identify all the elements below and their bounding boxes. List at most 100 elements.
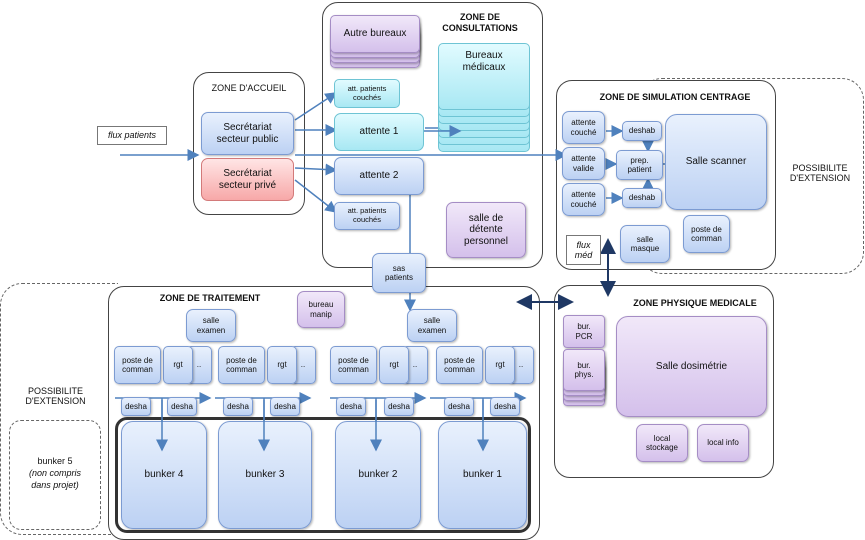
stockage-l2: stockage bbox=[645, 443, 679, 452]
salle-dosimetrie[interactable]: Salle dosimétrie bbox=[616, 316, 767, 417]
rgt-1[interactable]: rgt bbox=[485, 346, 515, 384]
desha-4a[interactable]: desha bbox=[121, 397, 151, 416]
desha-3b[interactable]: desha bbox=[270, 397, 300, 416]
phys-l2: phys. bbox=[574, 370, 594, 379]
att-patients-couches-top[interactable]: att. patients couchés bbox=[334, 79, 400, 108]
bureaux-medicaux[interactable]: Bureaux médicaux bbox=[438, 43, 530, 110]
flux-patients-label: flux patients bbox=[97, 126, 167, 145]
sim-attente-couche-bottom[interactable]: attente couché bbox=[562, 183, 605, 216]
bunker-block bbox=[115, 417, 531, 533]
poste-3-l2: comman bbox=[226, 365, 257, 374]
extension-left-line1: POSSIBILITE bbox=[27, 386, 84, 396]
bureaux-line2: médicaux bbox=[462, 61, 506, 73]
examen-left-l1: salle bbox=[202, 316, 220, 326]
desha-2a[interactable]: desha bbox=[336, 397, 366, 416]
examen-right-l1: salle bbox=[423, 316, 441, 326]
salle-examen-left[interactable]: salle examen bbox=[186, 309, 236, 342]
poste-commande-2[interactable]: poste de comman bbox=[330, 346, 377, 384]
poste-commande-4[interactable]: poste de comman bbox=[114, 346, 161, 384]
bunker5-outline bbox=[9, 420, 101, 530]
zone-simulation-title: ZONE DE SIMULATION CENTRAGE bbox=[599, 92, 751, 102]
zone-physique-title: ZONE PHYSIQUE MEDICALE bbox=[633, 298, 757, 308]
sim-att-couche-bot-l2: couché bbox=[570, 199, 597, 209]
flux-med-label: flux méd bbox=[566, 235, 601, 265]
sim-att-couche-bot-l1: attente bbox=[571, 190, 596, 200]
poste-commande-1[interactable]: poste de comman bbox=[436, 346, 483, 384]
masque-l2: masque bbox=[630, 244, 660, 253]
bur-phys[interactable]: bur. phys. bbox=[563, 349, 605, 391]
salle-masque[interactable]: salle masque bbox=[620, 225, 670, 263]
sim-deshab-bottom[interactable]: deshab bbox=[622, 188, 662, 208]
sim-attente-valide[interactable]: attente valide bbox=[562, 147, 605, 180]
salle-scanner[interactable]: Salle scanner bbox=[665, 114, 767, 210]
desha-4b[interactable]: desha bbox=[167, 397, 197, 416]
poste-commande-3[interactable]: poste de comman bbox=[218, 346, 265, 384]
poste-3-l1: poste de bbox=[226, 355, 257, 365]
bunker5-line3: dans projet) bbox=[31, 480, 79, 490]
att-couches-bottom-line1: att. patients bbox=[347, 206, 387, 216]
secretariat-public-line2: secteur public bbox=[216, 133, 279, 145]
poste-1-l2: comman bbox=[444, 365, 475, 374]
flux-med-l2: méd bbox=[574, 250, 593, 260]
poste-1-l1: poste de bbox=[444, 355, 475, 365]
sim-deshab-top[interactable]: deshab bbox=[622, 121, 662, 141]
secretariat-public-line1: Secrétariat bbox=[223, 122, 272, 133]
local-info[interactable]: local info bbox=[697, 424, 749, 462]
flux-med-l1: flux bbox=[576, 239, 591, 250]
salle-detente-personnel[interactable]: salle de détente personnel bbox=[446, 202, 526, 258]
local-stockage[interactable]: local stockage bbox=[636, 424, 688, 462]
desha-1b[interactable]: desha bbox=[490, 397, 520, 416]
secretariat-prive-line2: secteur privé bbox=[218, 179, 277, 191]
bunker-3[interactable]: bunker 3 bbox=[218, 421, 312, 529]
sim-att-couche-top-l1: attente bbox=[571, 118, 596, 128]
stockage-l1: local bbox=[653, 433, 671, 443]
att-couches-bottom-line2: couchés bbox=[353, 215, 381, 224]
att-couches-top-line1: att. patients bbox=[347, 83, 387, 93]
sim-att-valide-l2: valide bbox=[573, 163, 594, 173]
bureau-manip[interactable]: bureau manip bbox=[297, 291, 345, 328]
zone-consultations-title-1: ZONE DE bbox=[459, 12, 500, 22]
desha-2b[interactable]: desha bbox=[384, 397, 414, 416]
poste-4-l2: comman bbox=[122, 365, 153, 374]
desha-1a[interactable]: desha bbox=[444, 397, 474, 416]
extension-right-line1: POSSIBILITE bbox=[792, 163, 848, 173]
detente-line2: détente bbox=[469, 224, 503, 236]
phys-l1: bur. bbox=[577, 360, 591, 370]
examen-left-l2: examen bbox=[196, 325, 226, 335]
att-patients-couches-bottom[interactable]: att. patients couchés bbox=[334, 202, 400, 230]
poste-4-l1: poste de bbox=[122, 355, 153, 365]
bunker5-line1: bunker 5 bbox=[37, 456, 73, 466]
sim-poste-commande[interactable]: poste de comman bbox=[683, 215, 730, 253]
rgt-2[interactable]: rgt bbox=[379, 346, 409, 384]
zone-accueil-title: ZONE D'ACCUEIL bbox=[211, 83, 287, 93]
sim-attente-couche-top[interactable]: attente couché bbox=[562, 111, 605, 144]
extension-label-left: POSSIBILITE D'EXTENSION bbox=[8, 386, 103, 406]
extension-area-left bbox=[0, 283, 118, 535]
sim-prep-patient[interactable]: prep. patient bbox=[616, 150, 663, 180]
desha-3a[interactable]: desha bbox=[223, 397, 253, 416]
bur-pcr[interactable]: bur. PCR bbox=[563, 315, 605, 348]
bunker-4[interactable]: bunker 4 bbox=[121, 421, 207, 529]
bunker5-line2: (non compris bbox=[28, 468, 82, 478]
rgt-4[interactable]: rgt bbox=[163, 346, 193, 384]
detente-line1: salle de bbox=[468, 212, 504, 224]
bunker-2[interactable]: bunker 2 bbox=[335, 421, 421, 529]
attente-1[interactable]: attente 1 bbox=[334, 113, 424, 151]
sim-att-couche-top-l2: couché bbox=[570, 127, 597, 137]
sim-poste-l2: comman bbox=[691, 234, 722, 243]
sim-att-valide-l1: attente bbox=[571, 154, 596, 164]
autre-bureaux[interactable]: Autre bureaux bbox=[330, 15, 420, 53]
salle-examen-right[interactable]: salle examen bbox=[407, 309, 457, 342]
secretariat-prive[interactable]: Secrétariat secteur privé bbox=[201, 158, 294, 201]
sas-patients[interactable]: sas patients bbox=[372, 253, 426, 293]
rgt-3[interactable]: rgt bbox=[267, 346, 297, 384]
sas-line2: patients bbox=[384, 273, 414, 282]
secretariat-public[interactable]: Secrétariat secteur public bbox=[201, 112, 294, 155]
att-couches-top-line2: couchés bbox=[353, 92, 381, 102]
sim-poste-l1: poste de bbox=[691, 224, 722, 234]
attente-2[interactable]: attente 2 bbox=[334, 157, 424, 195]
extension-right-line2: D'EXTENSION bbox=[789, 173, 851, 183]
secretariat-prive-line1: Secrétariat bbox=[223, 168, 272, 179]
manip-l1: bureau bbox=[308, 300, 334, 310]
